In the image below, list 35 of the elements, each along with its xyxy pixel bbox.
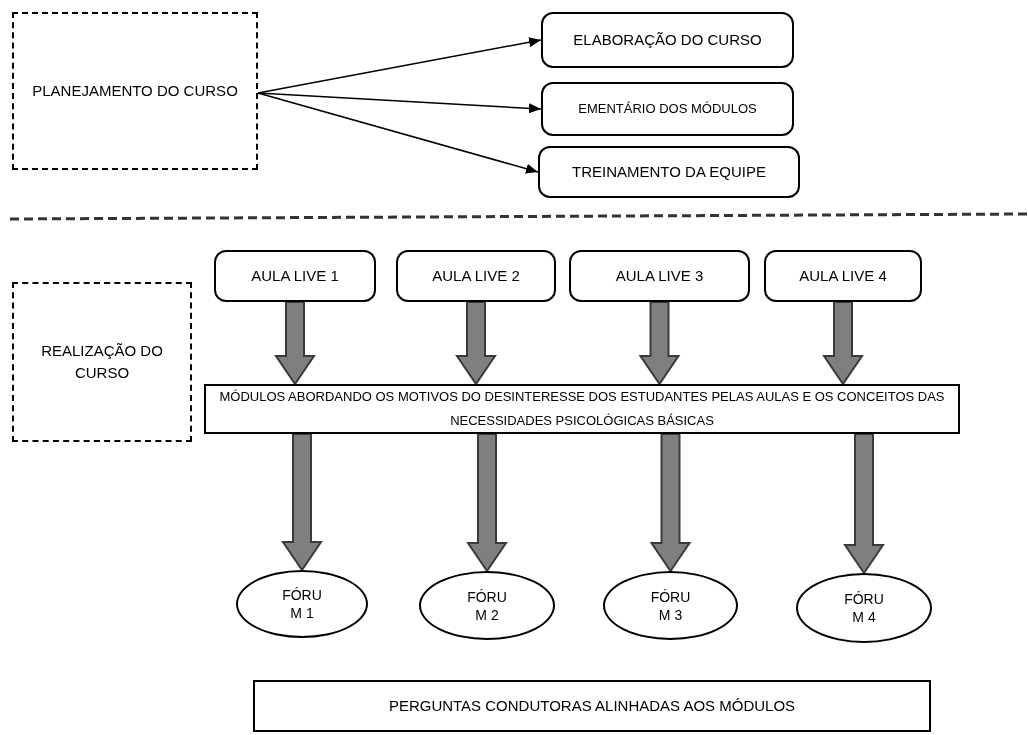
node-label: AULA LIVE 3	[615, 265, 704, 286]
rounded-box	[538, 146, 800, 198]
rounded-box	[396, 250, 556, 302]
node-label: AULA LIVE 4	[799, 265, 887, 286]
block-arrow	[649, 433, 692, 573]
node-label: FÓRU M 3	[649, 587, 692, 624]
block-arrow	[638, 301, 681, 386]
text-box	[253, 680, 931, 732]
node-label: AULA LIVE 2	[432, 265, 520, 286]
block-arrow	[274, 301, 316, 386]
node-label: TREINAMENTO DA EQUIPE	[572, 161, 766, 182]
node-label: EMENTÁRIO DOS MÓDULOS	[578, 100, 757, 119]
rounded-box	[214, 250, 376, 302]
block-arrow	[843, 433, 885, 575]
node-label: FÓRU M 2	[466, 587, 508, 624]
arrow	[257, 92, 539, 174]
rounded-box	[764, 250, 922, 302]
node-label: ELABORAÇÃO DO CURSO	[573, 29, 762, 50]
node-label: REALIZAÇÃO DO CURSO	[40, 340, 164, 383]
node-label: PERGUNTAS CONDUTORAS ALINHADAS AOS MÓDULOS	[388, 695, 796, 716]
dashed-box	[12, 282, 192, 442]
rounded-box	[569, 250, 750, 302]
node-label: FÓRU M 4	[843, 590, 885, 626]
node-label: FÓRU M 1	[281, 586, 323, 622]
rounded-box	[541, 12, 794, 68]
block-arrow	[466, 433, 508, 573]
block-arrow	[455, 301, 497, 386]
dashed-box	[12, 12, 258, 170]
rounded-box	[541, 82, 794, 136]
block-arrow	[281, 433, 323, 572]
node-label: MÓDULOS ABORDANDO OS MOTIVOS DO DESINTERESSE DOS ESTUDANTES PELAS AULAS E OS CONCEITOS DAS NECESSIDADES PSICOLÓGICAS BÁSICAS	[218, 388, 946, 430]
block-arrow	[822, 301, 864, 386]
node-label: PLANEJAMENTO DO CURSO	[32, 80, 238, 101]
text-box	[204, 384, 960, 434]
node-label: AULA LIVE 1	[251, 265, 339, 286]
